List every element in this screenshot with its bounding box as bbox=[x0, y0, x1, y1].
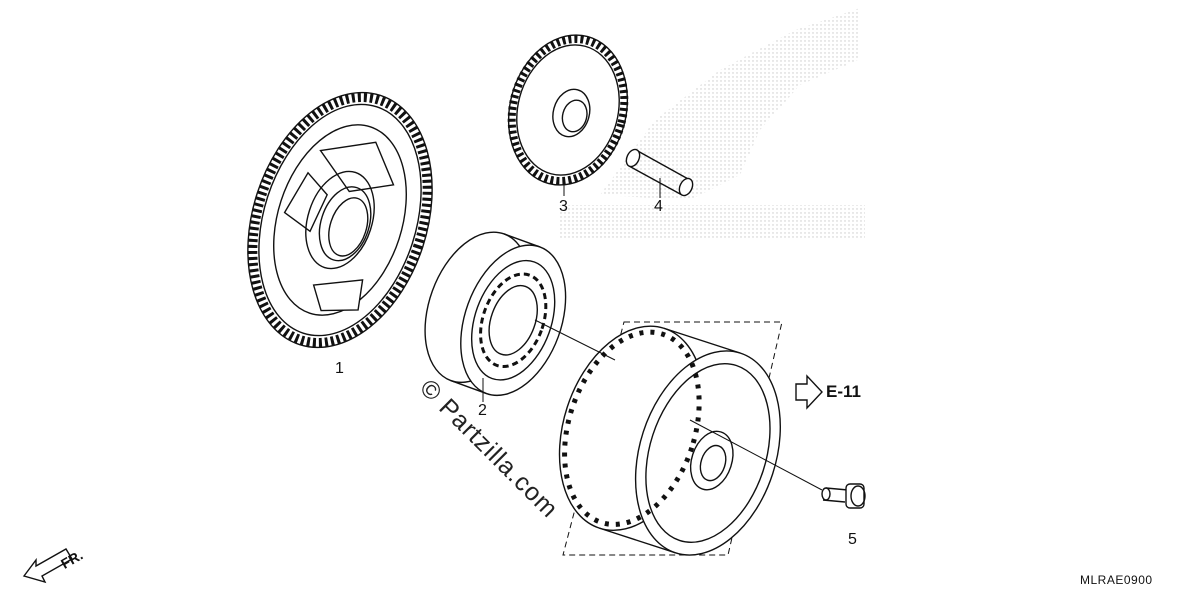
front-direction-arrow-icon bbox=[22, 548, 73, 584]
flywheel[interactable] bbox=[535, 307, 805, 573]
starter-driven-gear[interactable] bbox=[217, 69, 463, 372]
callout-2: 2 bbox=[478, 402, 487, 419]
callout-4: 4 bbox=[654, 198, 663, 215]
honda-logo-watermark bbox=[560, 8, 865, 240]
one-way-clutch[interactable] bbox=[406, 218, 585, 410]
reference-arrow-icon[interactable] bbox=[795, 374, 823, 410]
reference-e11[interactable]: E-11 bbox=[826, 382, 861, 401]
idle-gear-shaft[interactable] bbox=[624, 147, 695, 197]
flywheel-bolt[interactable] bbox=[821, 483, 866, 509]
diagram-code: MLRAE0900 bbox=[1080, 573, 1153, 587]
starter-idle-gear[interactable] bbox=[492, 22, 643, 199]
callout-1: 1 bbox=[335, 360, 344, 377]
leader-lines bbox=[482, 178, 823, 491]
callout-5: 5 bbox=[848, 531, 857, 548]
callout-3: 3 bbox=[559, 198, 568, 215]
